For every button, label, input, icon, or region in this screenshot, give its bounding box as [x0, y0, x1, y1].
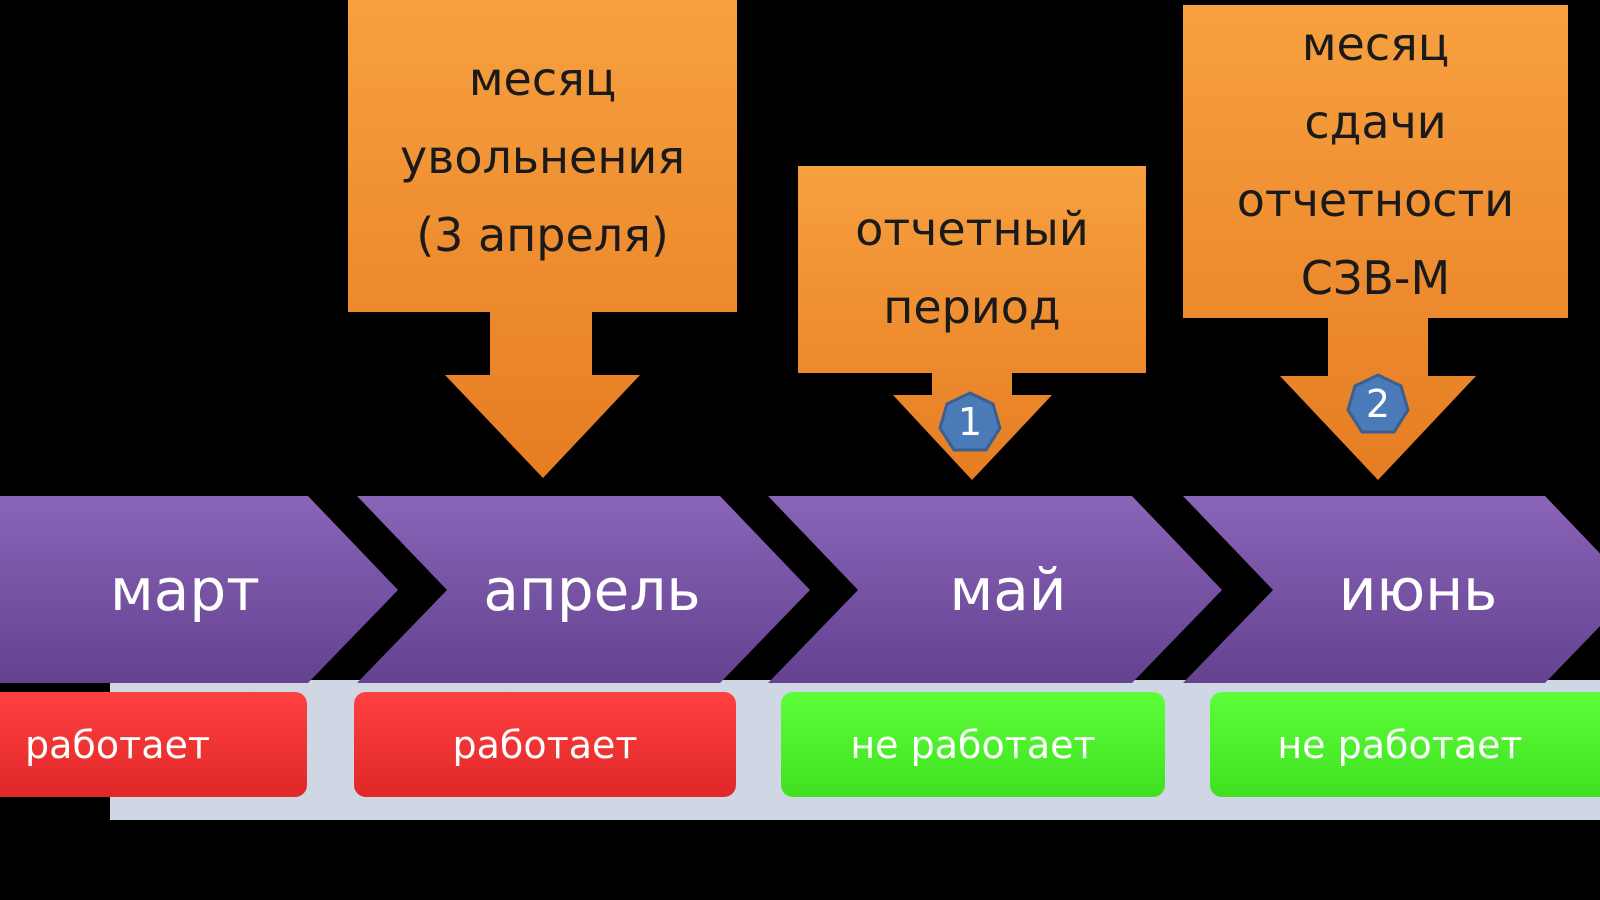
month-june: июнь: [1338, 555, 1498, 624]
chevron-march: [0, 496, 398, 683]
callout-submission-text: месяц сдачи отчетности СЗВ-М: [1183, 5, 1568, 317]
callout-reporting-period-text: отчетный период: [798, 190, 1146, 346]
badge-1: 1: [957, 400, 983, 444]
chevron-june: [1183, 496, 1600, 683]
badge-2-shape: [1346, 373, 1410, 434]
callout-arrow-dismissal: [348, 0, 737, 478]
month-march: март: [110, 555, 260, 624]
status-june: не работает: [1277, 722, 1523, 767]
callout-line: (3 апреля): [416, 208, 669, 262]
status-box-june: [1210, 692, 1600, 797]
callout-arrow-submission-month: [1183, 5, 1568, 480]
callout-line: месяц: [1301, 17, 1450, 71]
chevron-april: [357, 496, 810, 683]
callout-line: сдачи: [1304, 95, 1447, 149]
status-april: работает: [452, 722, 638, 767]
callout-line: СЗВ-М: [1300, 251, 1451, 305]
status-may: не работает: [850, 722, 1096, 767]
badge-1-shape: [938, 391, 1002, 452]
status-march: работает: [24, 722, 211, 767]
callout-line: период: [883, 280, 1061, 334]
callout-dismissal-text: месяц увольнения (3 апреля): [348, 40, 737, 274]
badge-2: 2: [1365, 382, 1391, 426]
status-box-march: [0, 692, 307, 797]
callout-line: отчетный: [855, 202, 1089, 256]
status-box-april: [354, 692, 736, 797]
callout-line: месяц: [468, 52, 617, 106]
callout-line: отчетности: [1236, 173, 1515, 227]
callout-line: увольнения: [399, 130, 685, 184]
chevron-may: [768, 496, 1222, 683]
status-box-may: [781, 692, 1165, 797]
callout-arrow-reporting-period: [798, 166, 1146, 480]
month-may: май: [949, 555, 1067, 624]
month-april: апрель: [483, 555, 701, 624]
